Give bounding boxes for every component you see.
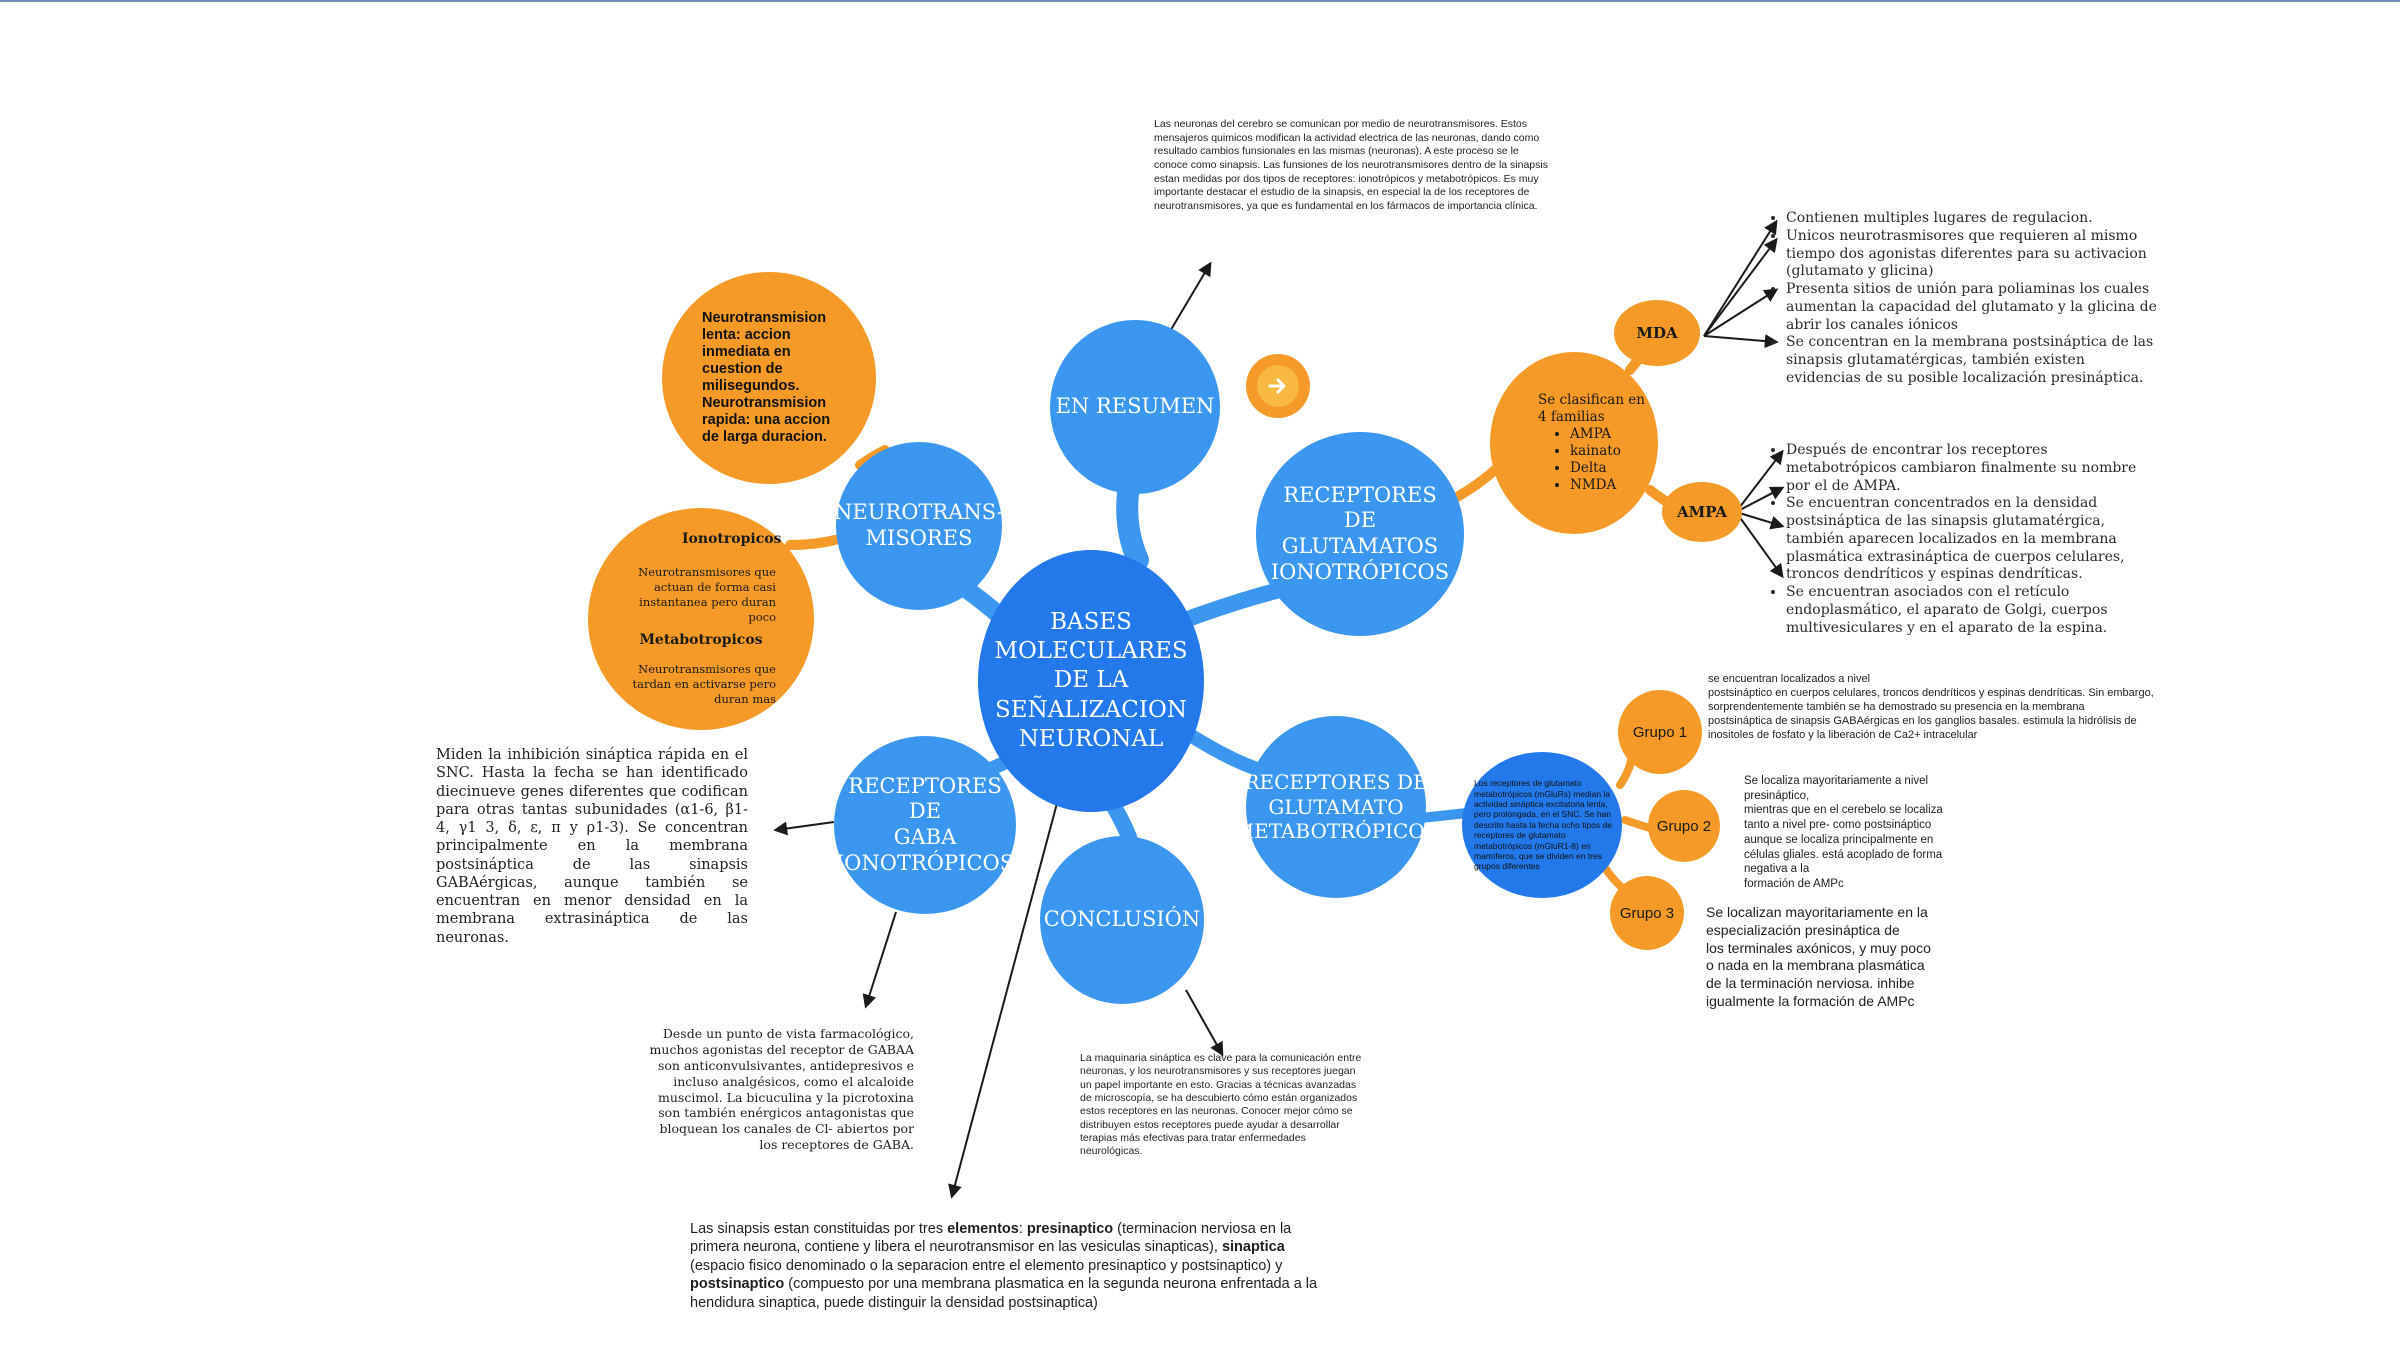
node-ampa[interactable]: AMPA [1662,482,1742,542]
sinapsis-bold: presinaptico [1026,1221,1114,1237]
mda-label: MDA [1636,324,1678,342]
ionotropicos-text: Neurotransmisores que actuan de forma ca… [638,564,776,624]
gaba-text: Miden la inhibición sináptica rápida en … [436,747,748,946]
grupo-3-label: Grupo 3 [1619,904,1675,922]
sinapsis-part: Las sinapsis estan constituidas por tres [690,1221,948,1237]
node-neurotransmisores[interactable]: NEUROTRANS- MISORES [833,442,1005,610]
tipos-bubble: Ionotropicos Neurotransmisores que actua… [588,508,814,730]
link-metab-g2 [1621,816,1654,832]
arrow-mda-2 [1703,237,1778,337]
sinapsis-part: (terminacion nerviosa en la primera neur… [690,1221,1292,1256]
familias-list: AMPA kainato Delta NMDA [1554,426,1656,494]
arrow-resumen [1165,261,1212,339]
ionotropicos-title: Ionotropicos [682,530,782,547]
grupo-3-text: Se localizan mayoritariamente en la espe… [1706,904,1931,1009]
link-center-glutiono [1177,582,1288,628]
conclusion-text: La maquinaria sináptica es clave para la… [1080,1052,1362,1158]
ampa-item: Se encuentran concentrados en la densida… [1786,495,2160,584]
neurotransmisores-label: NEUROTRANS- MISORES [833,500,1005,550]
nav-button[interactable] [1246,354,1310,418]
node-gaba-ionotropicos[interactable]: RECEPTORES DE GABA IONOTRÓPICOS [834,736,1016,914]
node-grupo-1[interactable]: Grupo 1 [1618,690,1702,774]
sinapsis-part: (compuesto por una membrana plasmatica e… [690,1276,1318,1311]
ampa-item: Después de encontrar los receptores meta… [1786,442,2160,495]
mda-item: Presenta sitios de unión para poliaminas… [1786,281,2160,334]
node-conclusion[interactable]: CONCLUSIÓN [1040,836,1204,1004]
link-neuro-tipos [785,535,840,550]
mda-item: Se concentran en la membrana postsinápti… [1786,334,2160,387]
arrow-ampa-3 [1735,511,1785,530]
sinapsis-part: : [1018,1221,1027,1237]
arrow-mda-1 [1703,219,1778,337]
sinapsis-bold: sinaptica [1221,1239,1285,1256]
arrow-gaba-left [773,821,835,836]
arrow-mda-3 [1703,288,1779,337]
familias-intro: Se clasifican en 4 familias [1538,392,1645,426]
gaba-ionotropicos-label: RECEPTORES DE GABA IONOTRÓPICOS [835,773,1015,875]
sinapsis-bold: postsinaptico [690,1276,785,1293]
grupo-2-text: Se localiza mayoritariamente a nivel pre… [1744,775,1943,891]
node-en-resumen[interactable]: EN RESUMEN [1050,320,1220,494]
resumen-text: Las neuronas del cerebro se comunican po… [1154,118,1548,212]
mda-item: Contienen multiples lugares de regulacio… [1786,210,2160,228]
familia-item: NMDA [1570,477,1656,494]
metabotropicos-title: Metabotropicos [639,632,763,649]
neurotransmision-bubble: Neurotransmision lenta: accion inmediata… [662,272,876,484]
metabotropicos-text: Neurotransmisores que tardan en activars… [632,662,776,707]
node-grupo-3[interactable]: Grupo 3 [1610,876,1684,950]
ampa-label: AMPA [1676,503,1728,521]
grupo-1-text: se encuentran localizados a nivel postsi… [1708,673,2154,742]
ampa-list: Después de encontrar los receptores meta… [1770,442,2160,637]
familia-item: Delta [1570,460,1656,477]
neurotransmision-text: Neurotransmision lenta: accion inmediata… [702,310,831,445]
link-glutiono-bubble [1452,465,1500,502]
center-label: BASES MOLECULARES DE LA SEÑALIZACION NEU… [994,608,1188,752]
arrow-ampa-1 [1735,449,1784,513]
mda-list: Contienen multiples lugares de regulacio… [1770,210,2160,388]
center-node[interactable]: BASES MOLECULARES DE LA SEÑALIZACION NEU… [978,550,1204,812]
ampa-item: Se encuentran asociados con el retículo … [1786,584,2160,637]
arrow-ampa-4 [1735,511,1784,579]
node-glutamato-ionotropicos[interactable]: RECEPTORES DE GLUTAMATOS IONOTRÓPICOS [1256,432,1464,636]
arrow-ampa-2 [1735,486,1785,513]
arrow-conclusion [1185,989,1224,1057]
glutamato-ionotropicos-label: RECEPTORES DE GLUTAMATOS IONOTRÓPICOS [1270,482,1450,584]
conclusion-label: CONCLUSIÓN [1043,907,1201,932]
grupo-2-label: Grupo 2 [1656,817,1712,835]
node-mda[interactable]: MDA [1614,300,1700,366]
arrow-sinapsis [948,791,1061,1199]
arrow-gaba-down [862,911,897,1009]
gaba-pharma-text: Desde un punto de vista farmacológico, m… [649,1026,914,1153]
node-grupo-2[interactable]: Grupo 2 [1648,790,1720,862]
link-center-glutmetab [1183,728,1267,777]
sinapsis-text: Las sinapsis estan constituidas por tres… [690,1220,1326,1312]
glutamato-metabotropicos-label: RECEPTORES DE GLUTAMATO METABOTRÓPICOS [1233,770,1439,844]
metabotropicos-bubble: Los receptores de glutamato metabotrópic… [1462,752,1622,898]
grupo-1-label: Grupo 1 [1632,723,1688,741]
sinapsis-part: (espacio fisico denominado o la separaci… [690,1257,1283,1274]
familia-item: AMPA [1570,426,1656,443]
metabotropicos-text: Los receptores de glutamato metabotrópic… [1474,778,1612,872]
sinapsis-bold: elementos [947,1221,1019,1237]
top-border [0,0,2400,2]
mda-item: Unicos neurotrasmisores que requieren al… [1786,228,2160,281]
arrow-right-icon [1268,378,1286,394]
familias-bubble: Se clasifican en 4 familias AMPA kainato… [1490,352,1658,534]
en-resumen-label: EN RESUMEN [1055,394,1215,419]
arrow-mda-4 [1703,334,1779,349]
familia-item: kainato [1570,443,1656,460]
node-glutamato-metabotropicos[interactable]: RECEPTORES DE GLUTAMATO METABOTRÓPICOS [1234,716,1438,898]
